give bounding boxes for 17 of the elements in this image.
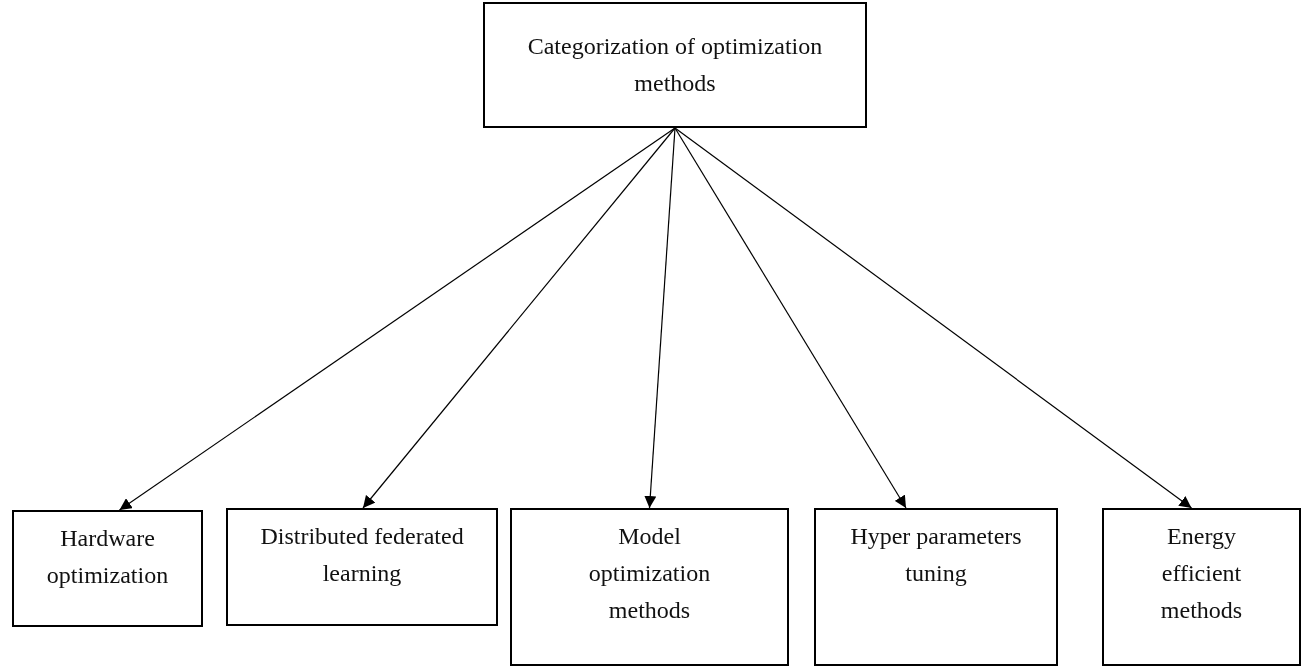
arrow bbox=[118, 127, 676, 511]
box-label: Hyper parameters tuning bbox=[849, 522, 1023, 588]
category-box bbox=[510, 508, 789, 666]
category-box bbox=[12, 510, 203, 627]
arrow bbox=[362, 127, 676, 509]
arrow bbox=[674, 127, 1193, 509]
arrow bbox=[674, 127, 907, 509]
category-box bbox=[483, 2, 867, 128]
box-label: Hardware optimization bbox=[45, 524, 170, 590]
arrow bbox=[644, 127, 676, 509]
category-box bbox=[1102, 508, 1301, 666]
box-label: Categorization of optimization methods bbox=[526, 32, 824, 98]
box-label: Model optimization methods bbox=[587, 522, 712, 625]
category-box bbox=[814, 508, 1058, 666]
category-box bbox=[226, 508, 498, 626]
box-label: Energy efficient methods bbox=[1159, 522, 1244, 625]
box-label: Distributed federated learning bbox=[259, 522, 465, 588]
